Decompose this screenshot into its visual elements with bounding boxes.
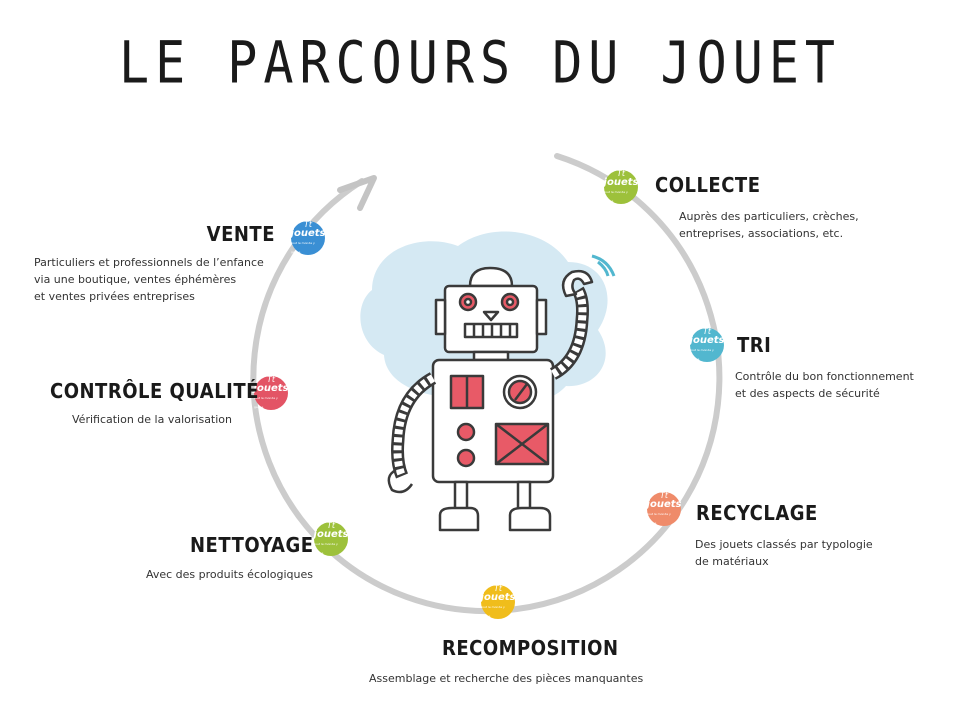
recyclage-title: RECYCLAGE [696,501,818,525]
robot-button-top [456,422,476,442]
recomposition-title: RECOMPOSITION [442,636,619,660]
collecte-desc: Auprès des particuliers, crèches,entrepr… [679,210,859,240]
robot-right-claw [561,269,594,298]
nettoyage-title: NETTOYAGE [190,533,314,557]
controle-desc: Vérification de la valorisation [72,413,232,426]
robot-wave-marks [591,254,616,277]
page-title: LE PARCOURS DU JOUET [118,29,842,97]
robot-right-ear [535,298,548,336]
robot-button-bottom [456,448,476,468]
vente-desc: Particuliers et professionnels de l’enfa… [34,256,264,303]
cycle-arrow-head [337,175,377,211]
controle-title: CONTRÔLE QUALITÉ [50,379,259,403]
nettoyage-desc: Avec des produits écologiques [145,568,313,581]
recomposition-desc: Assemblage et recherche des pièces manqu… [369,672,644,685]
vente-title: VENTE [206,222,275,246]
collecte-title: COLLECTE [655,173,761,197]
tri-title: TRI [737,333,772,357]
robot-right-foot [508,506,552,532]
robot-left-claw [387,468,414,494]
robot-left-ear [434,298,447,336]
robot-nose [482,310,500,322]
cycle-ring [250,153,723,614]
robot-illustration [387,254,616,532]
robot-antenna [468,266,514,288]
robot-left-foot [438,506,480,532]
